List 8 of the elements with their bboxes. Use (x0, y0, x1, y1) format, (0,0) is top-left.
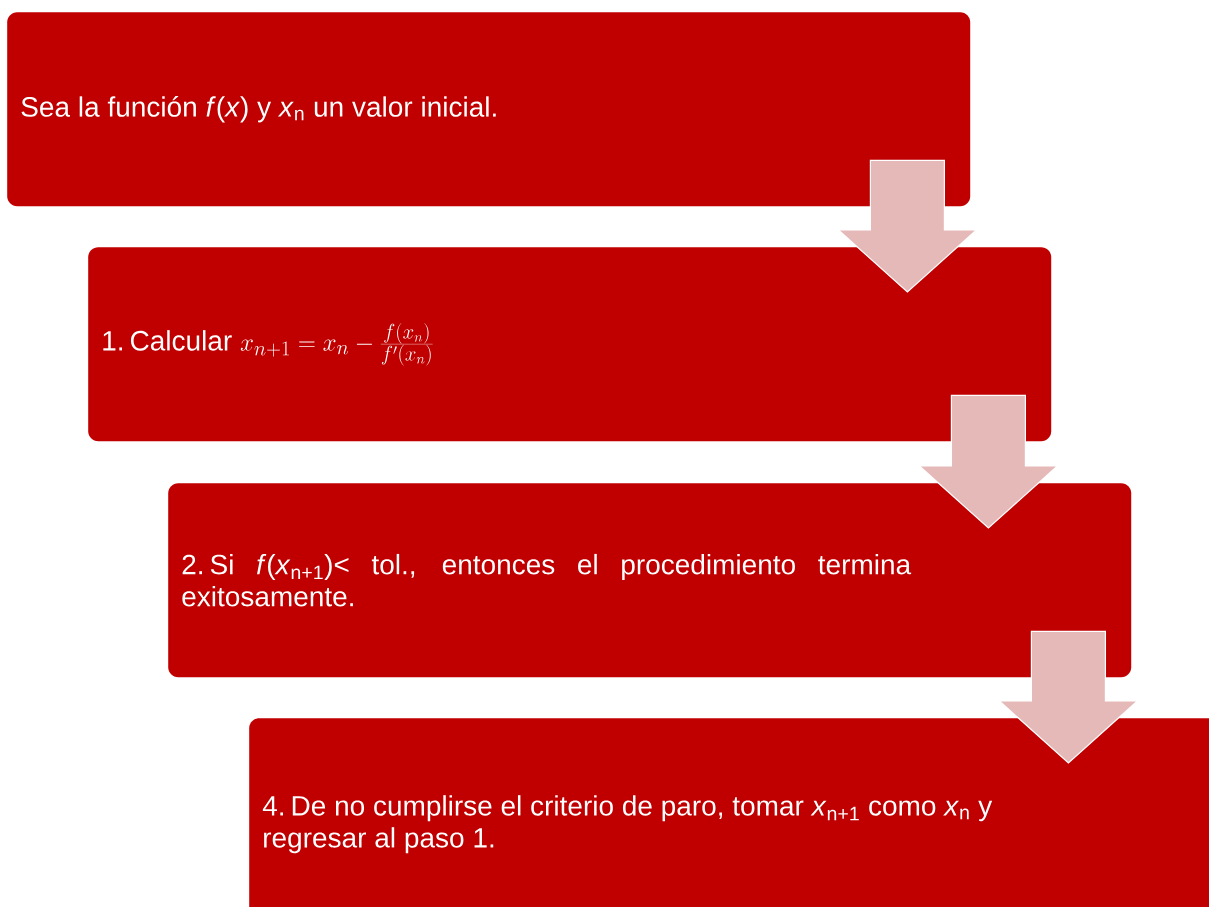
step-text: Sea la función f(x) y x$_{n}$ un valor inicial. (21, 96, 496, 123)
step-box (249, 718, 1209, 907)
step-text: 2. Si f(x$_{n+1}$)< tol., entonces el procedimiento termina exitosamente. (182, 553, 912, 607)
step-text: 1. Calcular $x_{n+1}=x_n-\frac{f(x_n)}{f'(x_n)}$ (103, 322, 433, 366)
step-box (168, 483, 1132, 678)
step-box (7, 12, 971, 207)
step-box (88, 247, 1052, 442)
step-text: 4. De no cumplirse el criterio de paro, tomar x$_{n+1}$ como x$_{n}$ y regresar al paso 1. (262, 795, 993, 854)
